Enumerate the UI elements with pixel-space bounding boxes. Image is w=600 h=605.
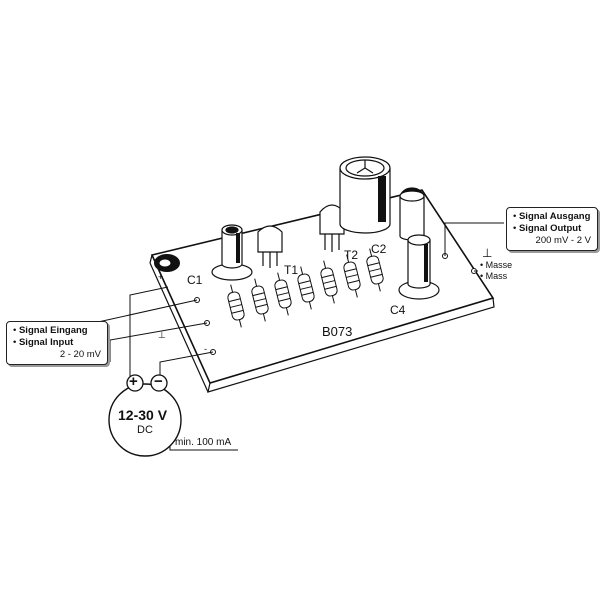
- resistor: [366, 248, 384, 292]
- callout-signal-input: • Signal Eingang • Signal Input 2 - 20 m…: [6, 321, 108, 365]
- resistor-row: [227, 248, 384, 328]
- capacitor-large: [339, 156, 391, 234]
- callout-signal-output: • Signal Ausgang • Signal Output 200 mV …: [506, 207, 598, 251]
- output-label-de: Signal Ausgang: [518, 211, 591, 222]
- resistor: [343, 254, 361, 298]
- input-label-en: Signal Input: [18, 337, 74, 348]
- output-value: 200 mV - 2 V: [535, 235, 591, 246]
- pin-ground-mark: ⊥: [158, 330, 166, 340]
- ground-label-de: Masse: [485, 260, 513, 270]
- resistor: [320, 260, 338, 304]
- label-t2: T2: [344, 248, 359, 262]
- power-supply: [108, 374, 238, 457]
- label-c4: C4: [390, 303, 406, 317]
- label-t1: T1: [284, 263, 299, 277]
- resistor: [227, 284, 245, 328]
- output-label-en: Signal Output: [518, 223, 582, 234]
- input-value: 2 - 20 mV: [59, 349, 101, 360]
- ground-symbol: ⊥: [482, 246, 493, 260]
- callout-ground: • Masse • Mass: [480, 260, 513, 281]
- capacitor-c1: [211, 224, 253, 281]
- power-current: min. 100 mA: [175, 437, 232, 448]
- power-minus-symbol: −: [154, 373, 163, 390]
- transistor-t1: [257, 225, 283, 268]
- resistor: [251, 278, 269, 322]
- power-type: DC: [137, 424, 153, 436]
- pin-plus-mark: +: [158, 272, 164, 282]
- ground-label-en: Mass: [485, 271, 508, 281]
- mounting-hole: [154, 254, 180, 272]
- board-id-label: B073: [322, 324, 353, 339]
- minus-terminal: [150, 374, 168, 392]
- resistor: [274, 272, 292, 316]
- capacitor-c4: [398, 234, 440, 300]
- label-c1: C1: [187, 273, 203, 287]
- transistor-t2: [319, 204, 345, 252]
- input-label-de: Signal Eingang: [18, 325, 88, 336]
- power-plus-symbol: +: [129, 373, 138, 390]
- pin-minus-mark: -: [204, 344, 207, 354]
- label-c2: C2: [371, 242, 387, 256]
- power-voltage: 12-30 V: [118, 407, 168, 423]
- resistor: [297, 266, 315, 310]
- capacitor-c2: [399, 187, 425, 241]
- leader-lines: [97, 222, 504, 380]
- plus-terminal: [126, 374, 144, 392]
